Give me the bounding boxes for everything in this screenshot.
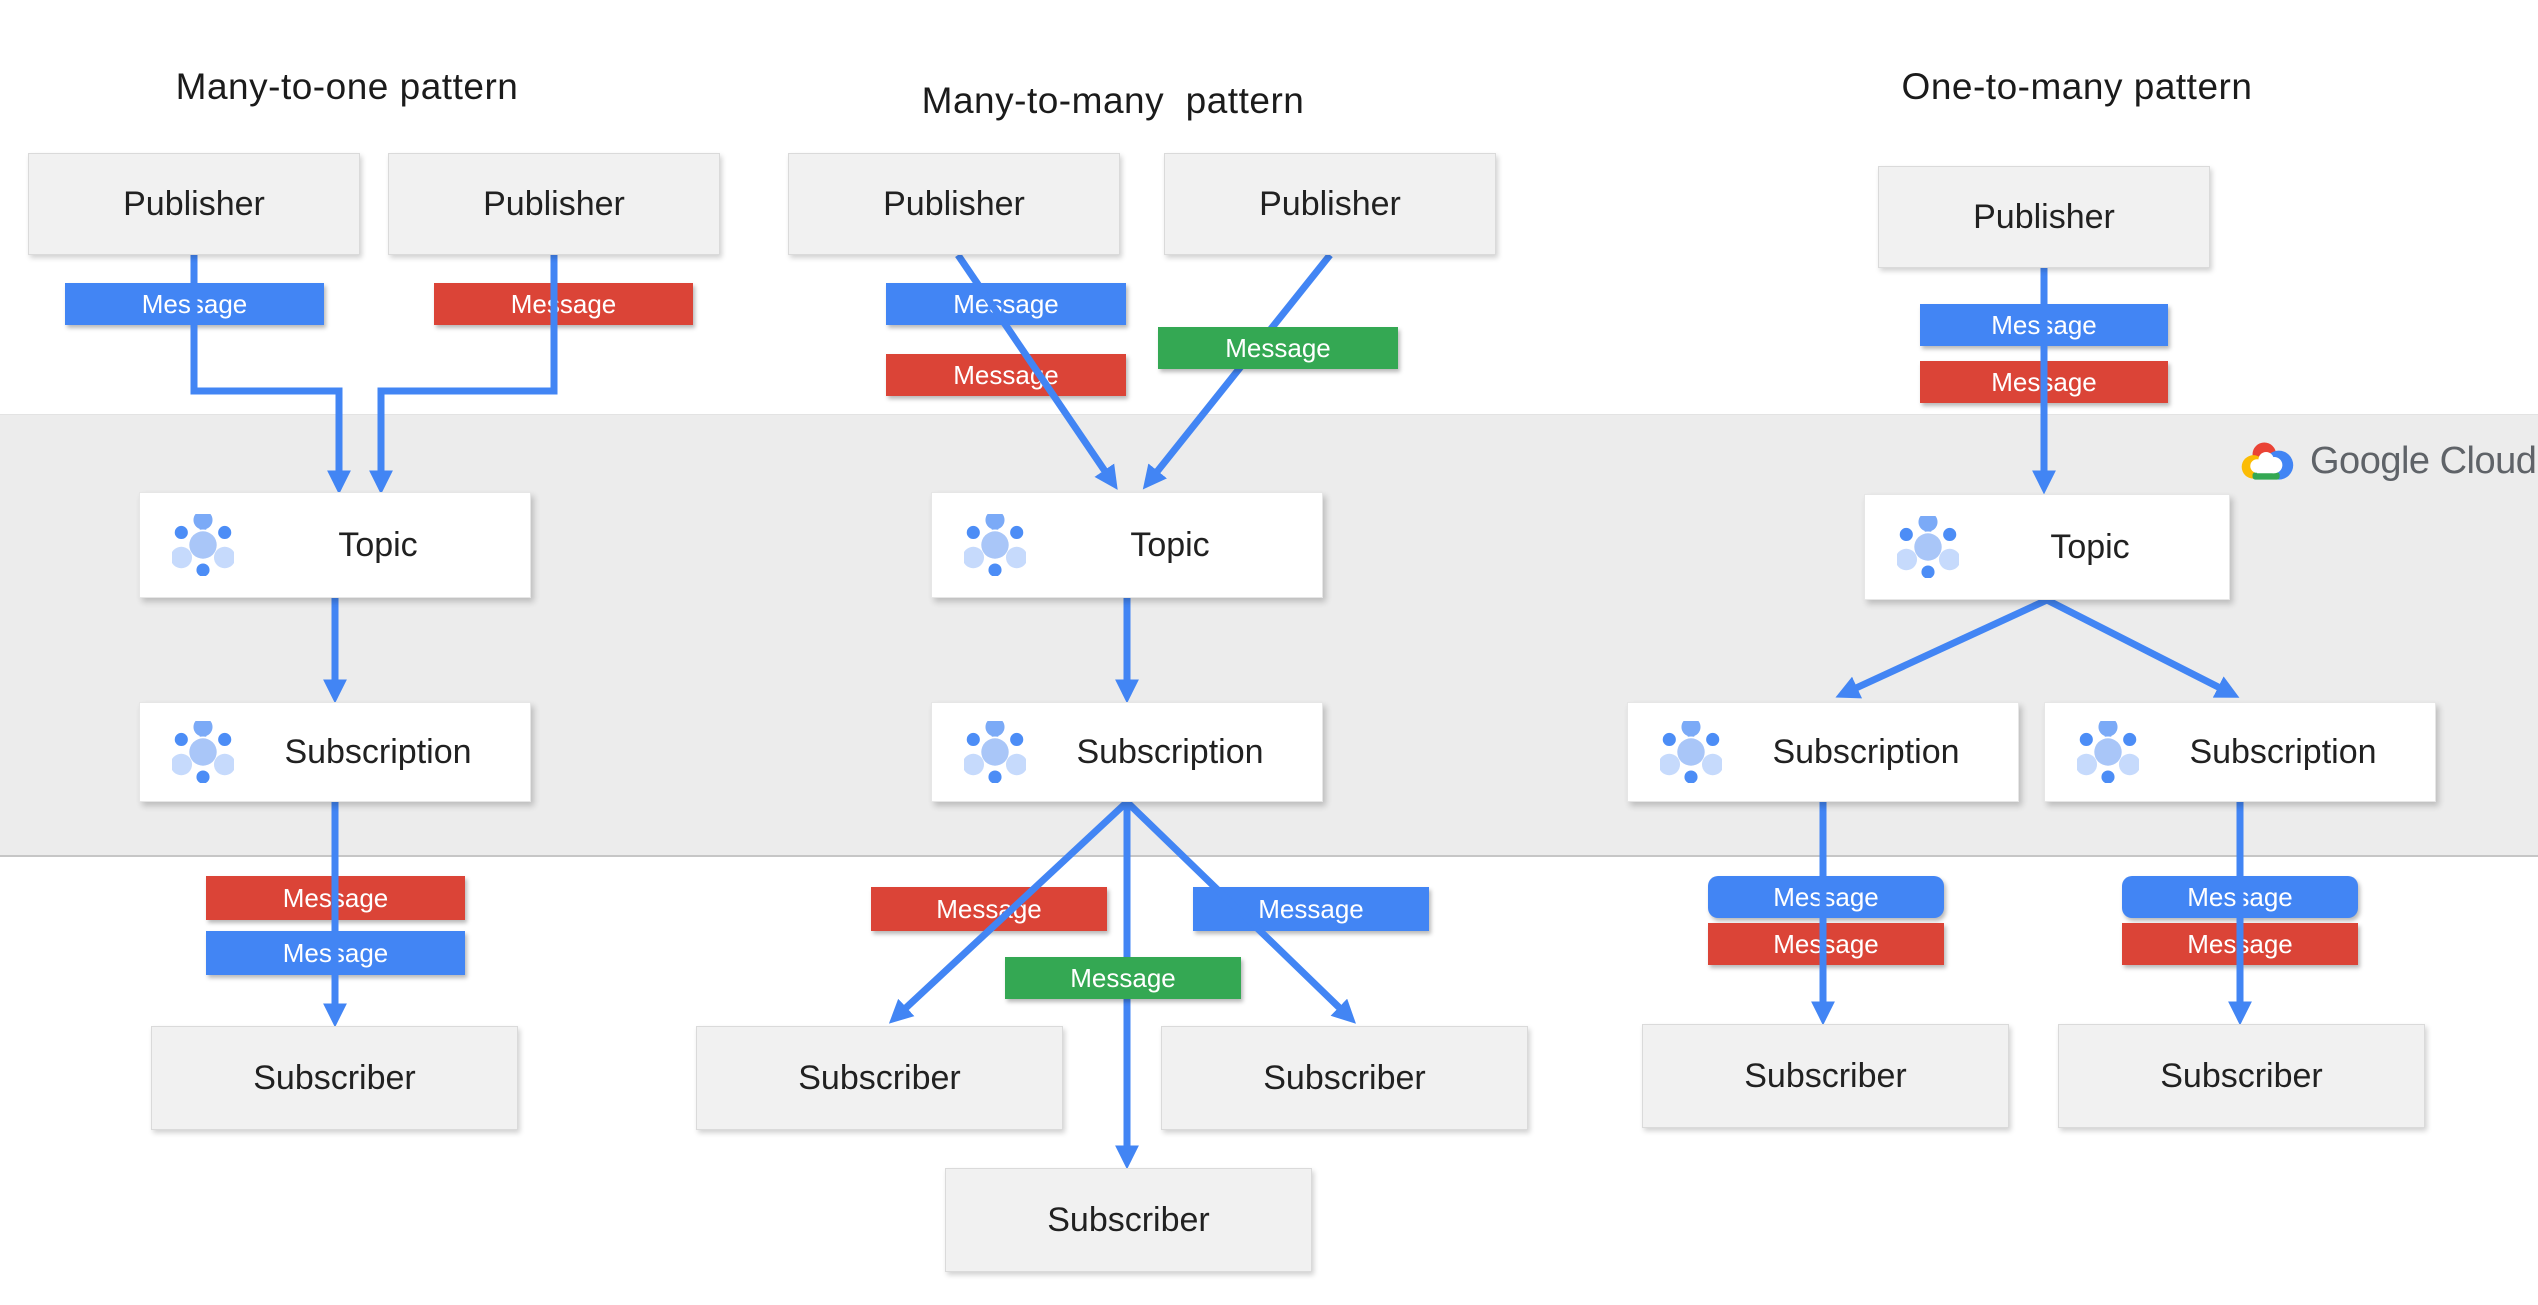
arrow-line bbox=[955, 253, 1118, 490]
arrow-line bbox=[1142, 252, 1333, 490]
arrow-line bbox=[2045, 596, 2240, 698]
google-cloud-wordmark: Google Cloud bbox=[2310, 440, 2537, 482]
google-cloud-icon bbox=[2241, 442, 2294, 480]
arrow-line bbox=[1835, 596, 2049, 699]
arrow-line bbox=[190, 255, 351, 495]
arrow-line bbox=[1124, 799, 1356, 1024]
arrow-line bbox=[369, 255, 558, 495]
google-cloud-logo: Google Cloud bbox=[2238, 438, 2537, 485]
arrow-line bbox=[888, 799, 1130, 1024]
